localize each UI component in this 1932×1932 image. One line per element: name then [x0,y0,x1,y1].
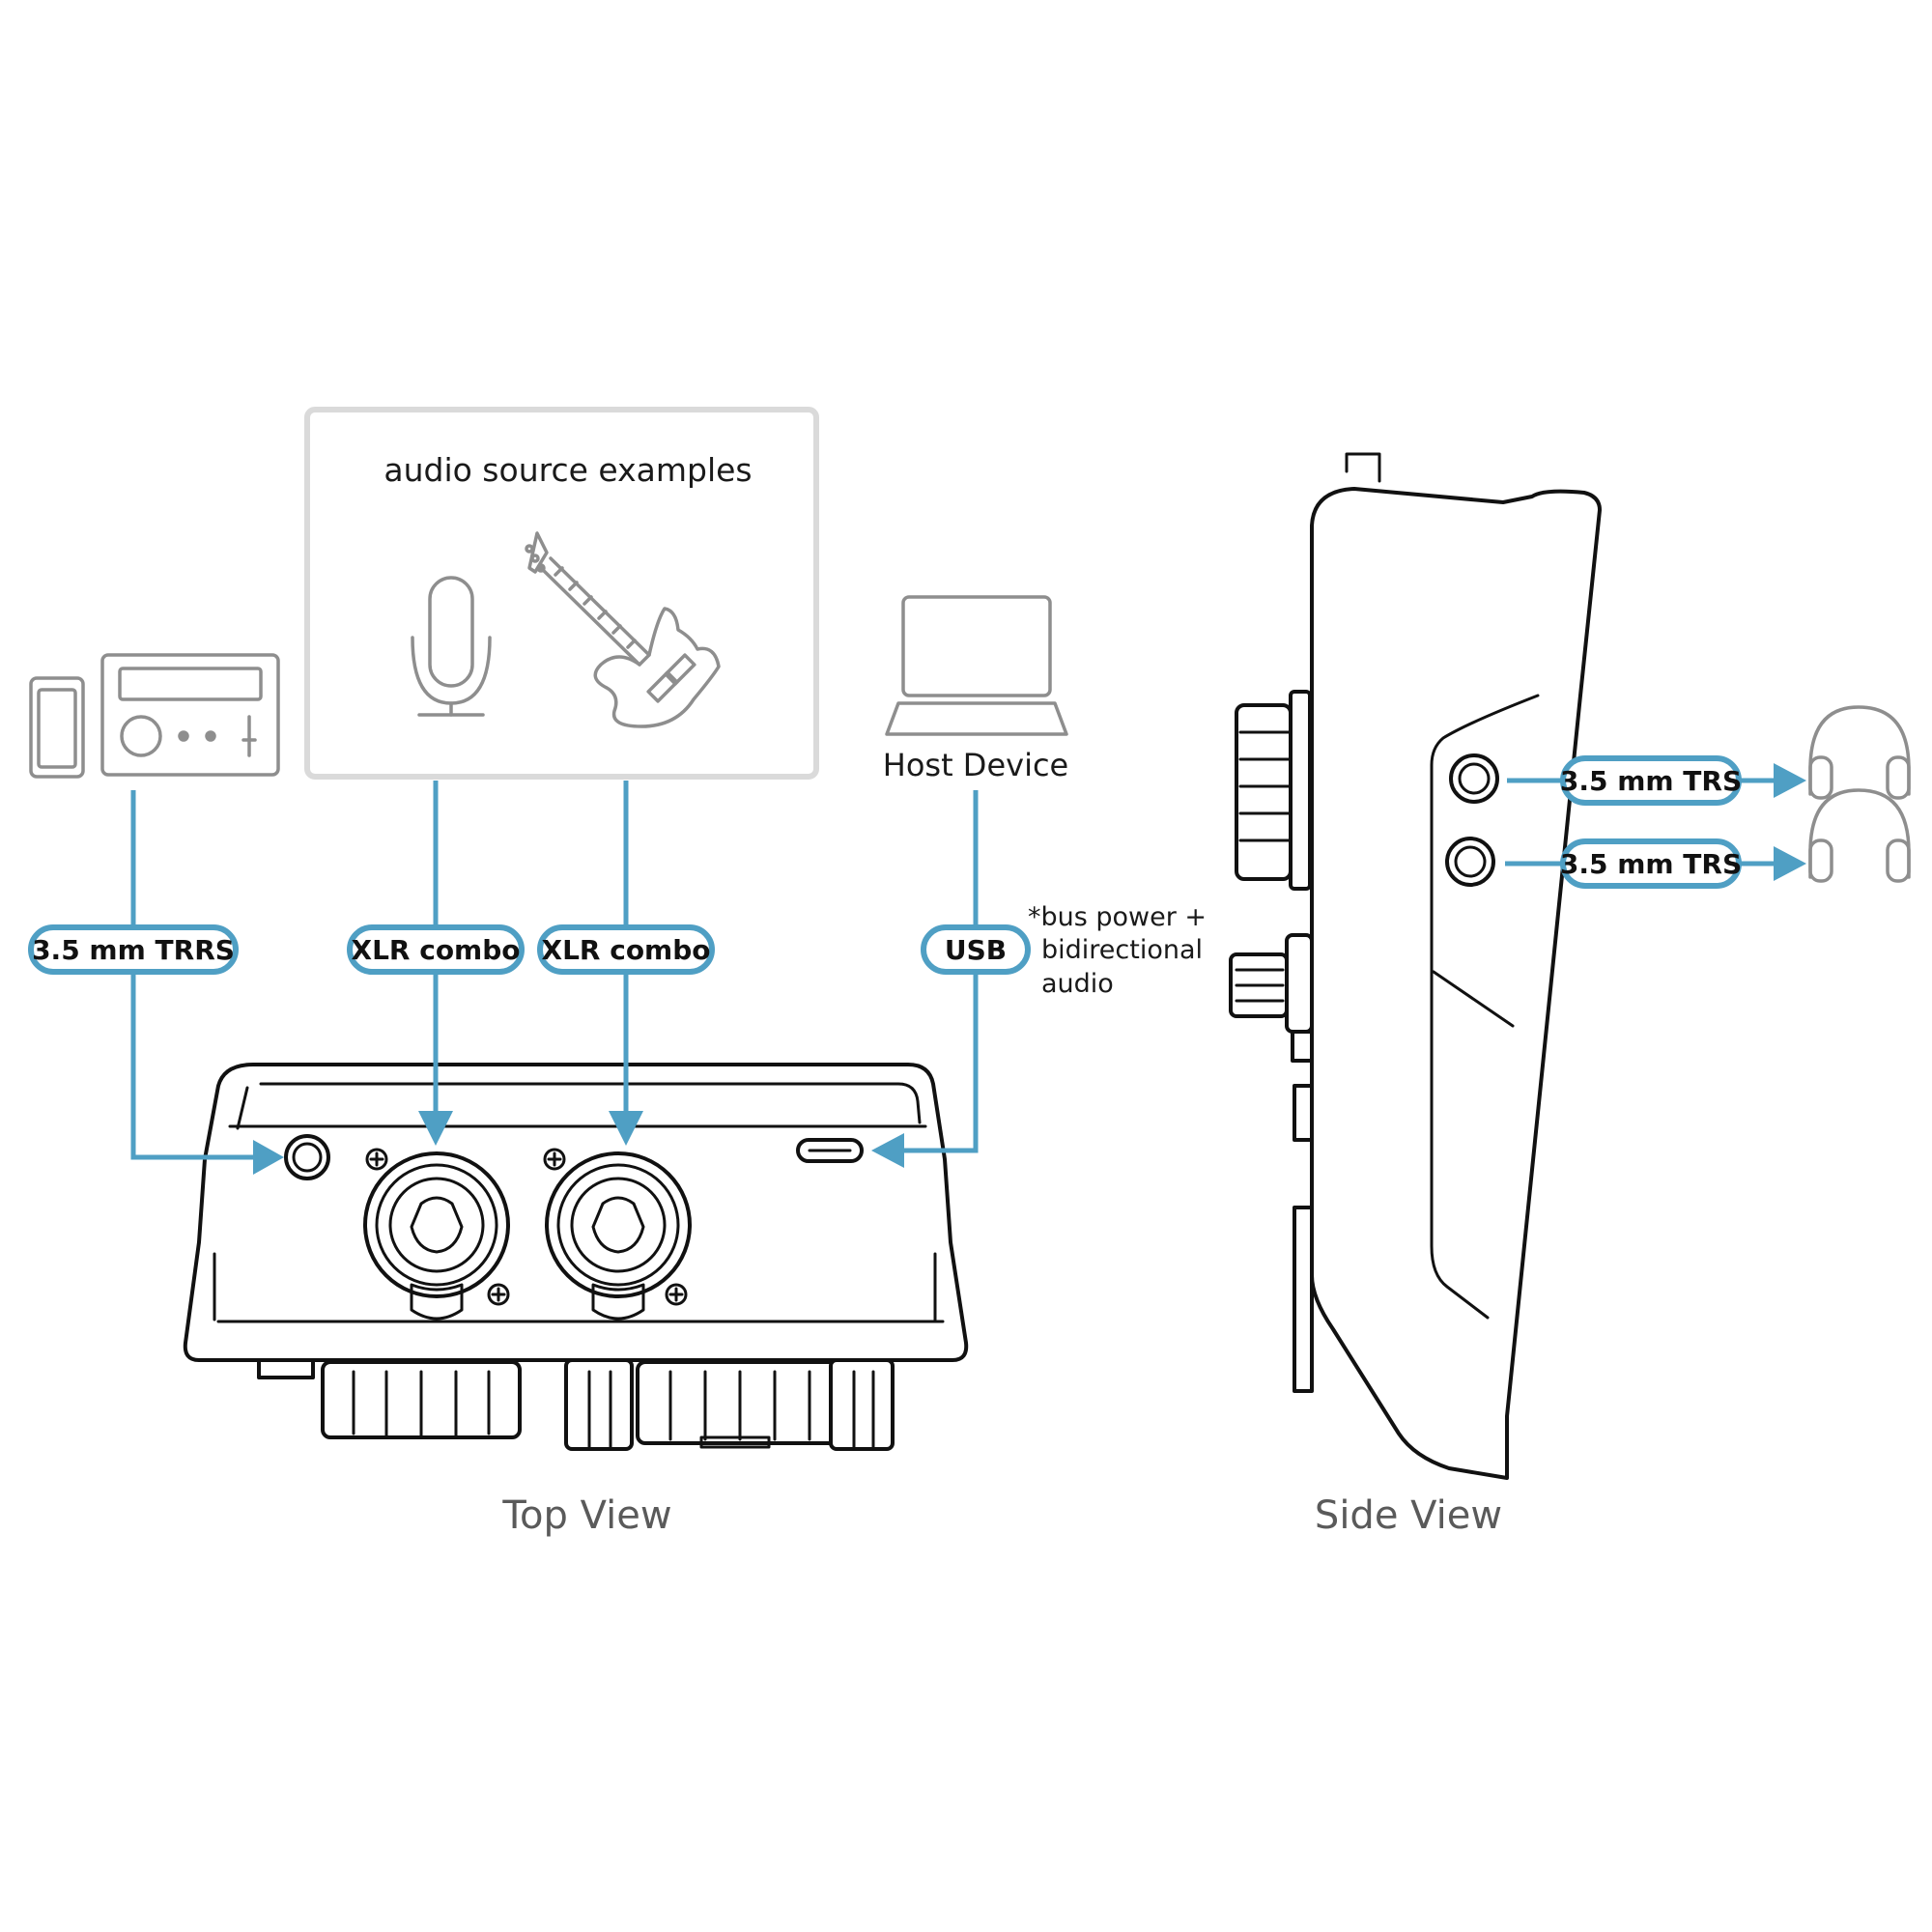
side-headphone-jack-2 [1445,837,1495,887]
top-view-title: Top View [501,1493,671,1538]
usb-port [796,1138,864,1163]
label-3.5mm-trs-2: 3.5 mm TRS [1560,838,1742,889]
label-3.5mm-trrs: 3.5 mm TRRS [28,924,239,975]
usb-note-line3: audio [1041,969,1114,999]
side-view-title: Side View [1315,1493,1502,1538]
side-view-device [1229,452,1602,1480]
headphones-icon [1808,788,1911,883]
audio-receiver-icon [100,653,280,777]
audio-source-title: audio source examples [384,451,752,489]
svg-text:XLR combo: XLR combo [541,934,710,966]
usb-note-line1: *bus power + [1028,902,1207,932]
trrs-jack [284,1134,330,1180]
smartphone-icon [29,676,85,779]
label-xlr-combo-1: XLR combo [347,924,525,975]
xlr-combo-jack-1 [363,1148,510,1321]
side-view-small-knob [1229,933,1314,1063]
svg-text:XLR combo: XLR combo [351,934,520,966]
side-view-gain-knob [1235,690,1312,891]
label-3.5mm-trs-1: 3.5 mm TRS [1560,755,1742,806]
svg-text:3.5 mm TRS: 3.5 mm TRS [1560,765,1742,797]
laptop-icon [885,595,1068,736]
side-headphone-jack-1 [1449,753,1499,804]
top-view-device [183,1063,969,1451]
microphone-icon [411,576,492,717]
xlr-combo-jack-2 [543,1148,692,1321]
bass-guitar-icon [525,531,721,728]
top-view-knobs [257,1358,895,1451]
host-device-label: Host Device [883,747,1068,783]
audio-source-box: audio source examples [304,407,819,780]
usb-note-line2: bidirectional [1041,935,1203,965]
label-usb: USB [921,924,1031,975]
headphones-icon [1808,705,1911,800]
label-xlr-combo-2: XLR combo [537,924,715,975]
svg-text:3.5 mm TRS: 3.5 mm TRS [1560,848,1742,880]
svg-text:3.5 mm TRRS: 3.5 mm TRRS [32,934,235,966]
svg-text:USB: USB [945,934,1007,966]
